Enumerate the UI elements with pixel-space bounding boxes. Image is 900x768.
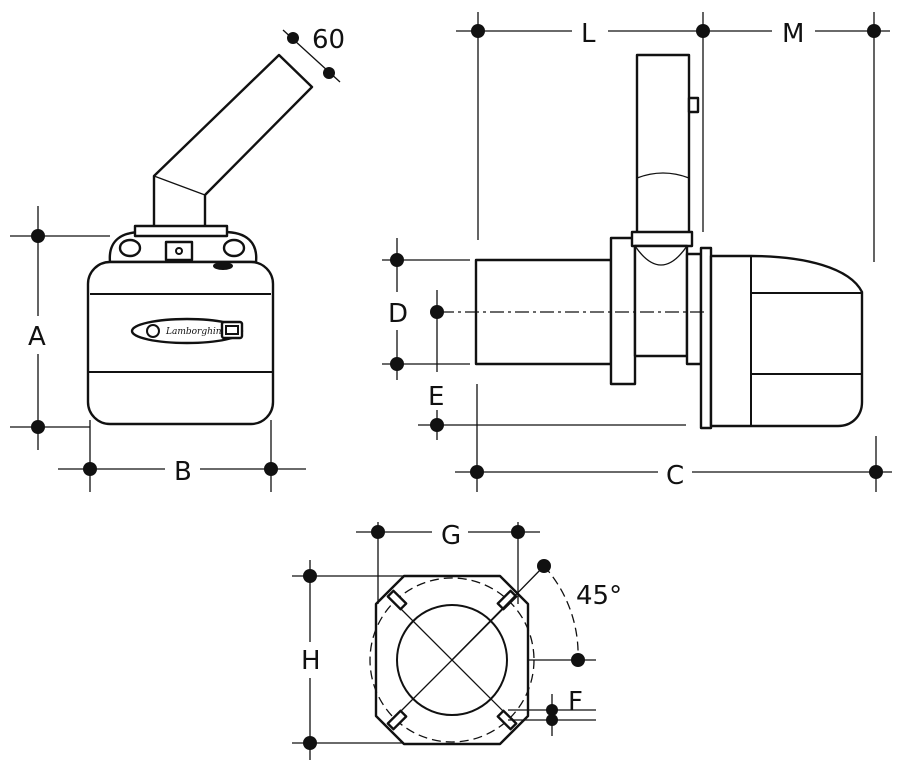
lifting-eye-right (222, 238, 246, 258)
dimension-label-b: B (174, 457, 192, 487)
bolt-slot-bottom-left (386, 709, 408, 731)
vertical-air-intake (635, 53, 691, 237)
front-view-dimensions: 60 A B (10, 25, 345, 492)
dimension-label-g: G (441, 521, 461, 551)
dimension-label-angle: 45° (576, 581, 622, 611)
flange-bore (396, 604, 508, 716)
front-view: Lamborghini (86, 53, 314, 426)
side-view-dimensions: L M D E C (382, 12, 892, 492)
brand-logo-text: Lamborghini (165, 327, 225, 337)
bracket-plate (133, 224, 229, 238)
dimension-label-m: M (782, 19, 804, 49)
motor-flange-plate (699, 246, 713, 430)
flange-top-plate (630, 230, 694, 248)
intake-clip (687, 96, 700, 114)
lifting-eye-left (118, 238, 142, 258)
dimension-label-tube-diameter: 60 (312, 25, 345, 55)
mounting-flange (609, 236, 637, 386)
bolt-slot-top-right (496, 589, 518, 611)
dimension-label-c: C (666, 461, 684, 491)
bolt-slot-bottom-right (496, 709, 518, 731)
sight-glass (213, 262, 233, 270)
side-view (440, 53, 864, 430)
motor-housing (709, 254, 864, 428)
connection-body (633, 244, 689, 358)
dimension-label-a: A (28, 322, 46, 352)
motor-flange-ring (685, 252, 703, 366)
air-intake-tube (152, 53, 314, 230)
dimension-label-l: L (581, 19, 596, 49)
flange-view-dimensions: G H 45° F (292, 521, 622, 760)
dimension-label-h: H (301, 646, 321, 676)
dimension-label-e: E (428, 382, 444, 412)
bracket-block (164, 240, 194, 262)
dimension-label-f: F (568, 687, 583, 717)
brand-emblem-icon (146, 324, 160, 338)
bolt-slot-top-left (386, 589, 408, 611)
dimension-label-d: D (388, 299, 408, 329)
